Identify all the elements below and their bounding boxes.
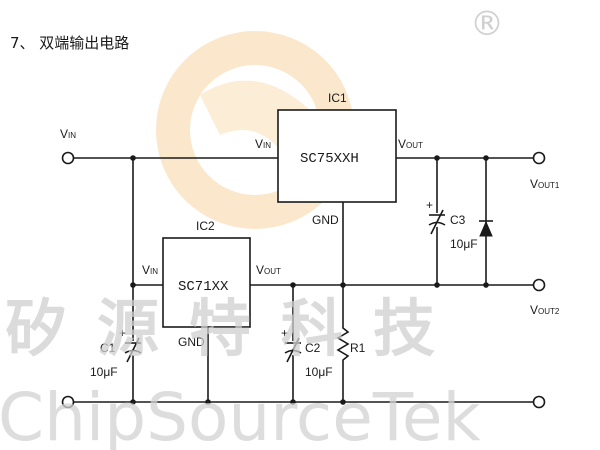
- terminal-vout2: [532, 278, 546, 292]
- ic2-label: IC2: [196, 219, 215, 233]
- terminal-vin: [61, 151, 75, 165]
- junction-dot: [290, 282, 296, 288]
- r1-zigzag: [336, 325, 350, 365]
- r1-name: R1: [350, 341, 366, 355]
- c2-polarity: +: [281, 326, 288, 340]
- c1-polarity: +: [119, 326, 126, 340]
- junction-dot: [434, 155, 440, 161]
- junctions: [130, 155, 489, 405]
- junction-dot: [205, 399, 211, 405]
- terminals: [61, 151, 546, 409]
- junction-dot: [130, 155, 136, 161]
- c2-variable-stroke: [286, 337, 300, 363]
- vin-label: VIN: [60, 127, 76, 141]
- junction-dot: [483, 155, 489, 161]
- watermark-cn: 矽源特科技: [5, 292, 465, 365]
- c2-name: C2: [305, 341, 321, 355]
- ic1-label: IC1: [328, 91, 347, 105]
- ic2-part: SC71XX: [178, 279, 229, 295]
- junction-dot: [340, 399, 346, 405]
- capacitor-c2: + C2 10μF: [281, 326, 333, 379]
- c2-value: 10μF: [305, 365, 333, 379]
- ic1-pin-gnd: GND: [312, 213, 339, 227]
- registered-mark: ®: [470, 4, 504, 44]
- capacitor-c1: + C1 10μF: [90, 326, 142, 379]
- ic1: IC1 SC75XXH VIN VOUT GND: [255, 91, 423, 227]
- ic2-pin-out: VOUT: [256, 263, 281, 277]
- c1-name: C1: [100, 341, 116, 355]
- resistor-r1: R1: [336, 325, 366, 365]
- c3-variable-stroke: [430, 209, 444, 235]
- terminal-ground-right: [532, 395, 546, 409]
- ic2-pin-gnd: GND: [178, 335, 205, 349]
- ic1-body: [277, 109, 397, 203]
- ic1-part: SC75XXH: [300, 151, 359, 167]
- c3-name: C3: [450, 213, 466, 227]
- diode-triangle: [479, 220, 493, 237]
- ic1-pin-in: VIN: [255, 137, 271, 151]
- junction-dot: [483, 282, 489, 288]
- ic2: IC2 SC71XX VIN VOUT GND: [142, 219, 281, 349]
- ic1-pin-out: VOUT: [398, 137, 423, 151]
- diagram-title: 7、 双端输出电路: [10, 34, 129, 52]
- c1-value: 10μF: [90, 365, 118, 379]
- watermark-en: ChipSourceTek: [0, 379, 482, 450]
- vout1-label: VOUT1: [530, 177, 560, 191]
- junction-dot: [434, 282, 440, 288]
- ic2-body: [162, 237, 251, 328]
- junction-dot: [130, 399, 136, 405]
- vout2-label: VOUT2: [530, 303, 560, 317]
- capacitor-c3: + C3 10μF: [426, 198, 478, 251]
- c1-variable-stroke: [126, 337, 140, 363]
- ic2-pin-in: VIN: [142, 263, 158, 277]
- diode: [479, 220, 493, 237]
- terminal-ground-left: [61, 395, 75, 409]
- junction-dot: [290, 399, 296, 405]
- c3-value: 10μF: [450, 237, 478, 251]
- terminal-vout1: [532, 151, 546, 165]
- junction-dot: [340, 282, 346, 288]
- junction-dot: [130, 282, 136, 288]
- c3-polarity: +: [426, 198, 433, 212]
